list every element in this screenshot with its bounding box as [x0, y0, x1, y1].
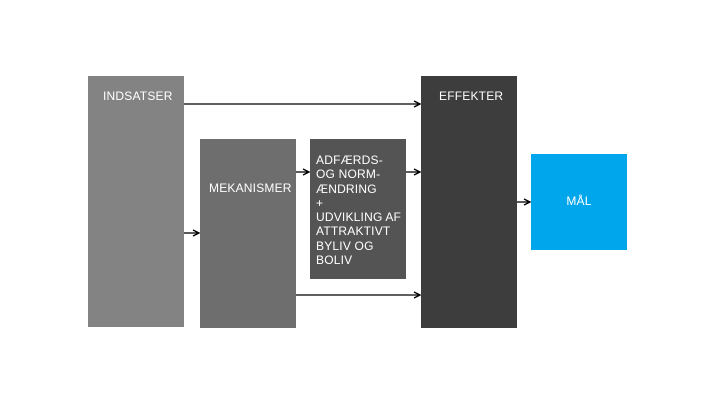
effekter-box: EFFEKTER — [421, 76, 517, 328]
adfaerd-line: BYLIV OG — [316, 238, 374, 253]
indsatser-box: INDSATSER — [88, 76, 184, 327]
adfaerd-line: BOLIV — [316, 253, 353, 268]
adfaerd-line: ADFÆRDS- — [316, 153, 383, 167]
mekanismer-box: MEKANISMER — [200, 139, 296, 328]
adfaerd-line: ÆNDRING — [316, 181, 377, 196]
adfaerd-line: ATTRAKTIVT — [316, 224, 391, 239]
maal-box: MÅL — [531, 154, 627, 250]
adfaerd-box: ADFÆRDS- OG NORM- ÆNDRING + UDVIKLING AF… — [310, 139, 406, 279]
maal-label: MÅL — [566, 194, 592, 208]
adfaerd-line: OG NORM- — [316, 167, 381, 182]
adfaerd-line: + — [316, 195, 324, 210]
adfaerd-label: ADFÆRDS- OG NORM- ÆNDRING + UDVIKLING AF… — [316, 153, 401, 267]
effekter-label: EFFEKTER — [439, 89, 504, 103]
indsatser-label: INDSATSER — [103, 89, 173, 103]
mekanismer-label: MEKANISMER — [209, 181, 292, 195]
adfaerd-line: UDVIKLING AF — [316, 210, 402, 225]
